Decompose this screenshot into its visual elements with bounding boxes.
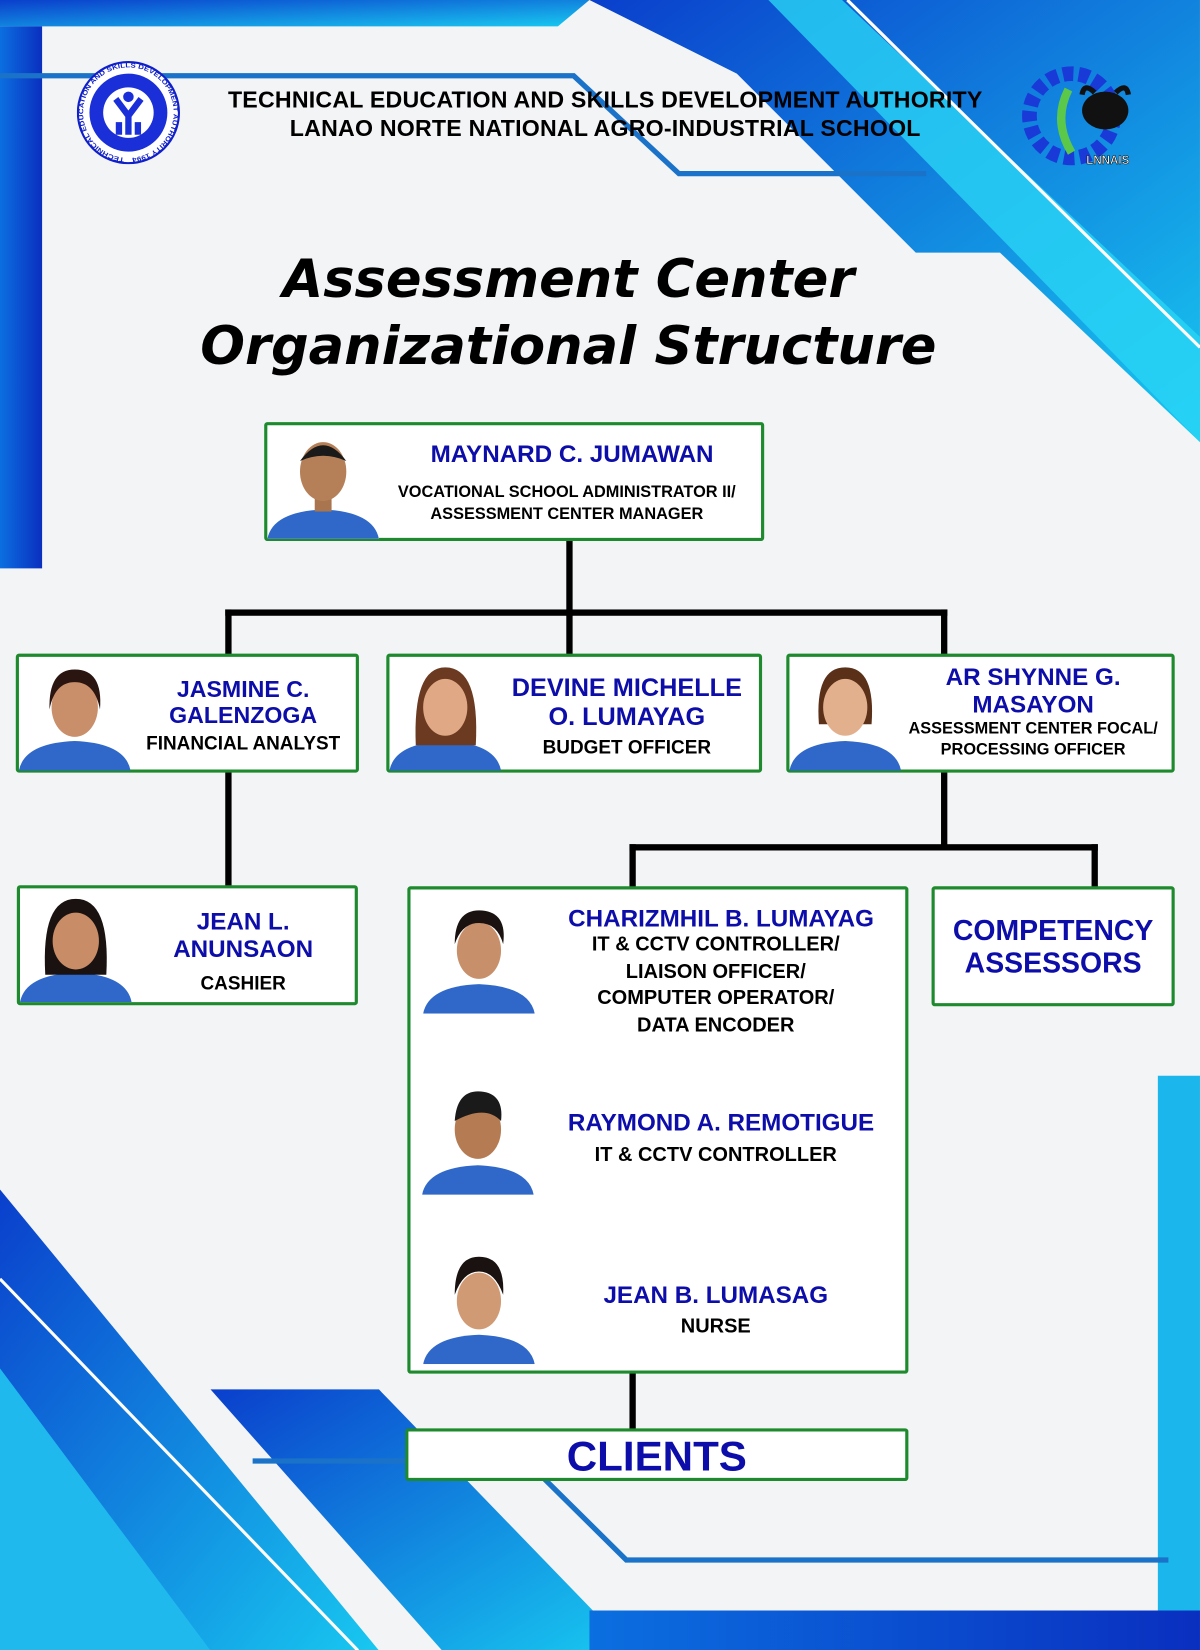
connector bbox=[225, 609, 232, 657]
arshynne-role-line2: PROCESSING OFFICER bbox=[940, 741, 1126, 759]
photo-charizmhil bbox=[423, 910, 535, 1014]
devine-name-line2: O. LUMAYAG bbox=[548, 702, 706, 732]
jean-lumasag-name: JEAN B. LUMASAG bbox=[603, 1281, 829, 1309]
charizmhil-role-1: IT & CCTV CONTROLLER/ bbox=[591, 933, 840, 956]
header-school: LANAO NORTE NATIONAL AGRO-INDUSTRIAL SCH… bbox=[289, 114, 921, 142]
assessors-line1: COMPETENCY bbox=[952, 914, 1154, 947]
page-title-line2: Organizational Structure bbox=[200, 315, 937, 377]
jasmine-name-line1: JASMINE C. bbox=[176, 675, 310, 703]
photo-maynard bbox=[267, 429, 379, 539]
jean-anunsaon-role: CASHIER bbox=[200, 972, 286, 994]
jean-anunsaon-name-line1: JEAN L. bbox=[196, 907, 290, 935]
clients-label: CLIENTS bbox=[566, 1433, 747, 1480]
connector bbox=[225, 609, 948, 616]
connector bbox=[941, 609, 948, 657]
connector bbox=[225, 771, 232, 888]
charizmhil-role-4: DATA ENCODER bbox=[637, 1014, 795, 1037]
arshynne-name-line2: MASAYON bbox=[972, 690, 1094, 719]
raymond-name: RAYMOND A. REMOTIGUE bbox=[567, 1108, 875, 1136]
assessors-line2: ASSESSORS bbox=[964, 947, 1142, 979]
manager-card: MAYNARD C. JUMAWAN VOCATIONAL SCHOOL ADM… bbox=[264, 422, 765, 542]
header-agency: TECHNICAL EDUCATION AND SKILLS DEVELOPME… bbox=[227, 86, 983, 113]
devine-name-line1: DEVINE MICHELLE bbox=[511, 673, 742, 703]
lnnais-logo-text: LNNAIS bbox=[1086, 155, 1129, 167]
connector bbox=[629, 844, 636, 889]
arshynne-card: AR SHYNNE G. MASAYON ASSESSMENT CENTER F… bbox=[786, 653, 1175, 773]
support-staff-card: CHARIZMHIL B. LUMAYAG IT & CCTV CONTROLL… bbox=[407, 886, 909, 1374]
manager-role-line1: VOCATIONAL SCHOOL ADMINISTRATOR II/ bbox=[397, 483, 736, 502]
charizmhil-role-3: COMPUTER OPERATOR/ bbox=[597, 987, 835, 1010]
jasmine-role: FINANCIAL ANALYST bbox=[146, 732, 341, 754]
photo-devine bbox=[389, 667, 502, 771]
jasmine-name-line2: GALENZOGA bbox=[169, 702, 318, 729]
connector bbox=[566, 609, 573, 657]
page-title-line1: Assessment Center bbox=[282, 248, 855, 310]
photo-raymond bbox=[422, 1091, 534, 1195]
competency-assessors-card: COMPETENCY ASSESSORS bbox=[931, 886, 1175, 1007]
jean-lumasag-role: NURSE bbox=[680, 1315, 751, 1338]
connector bbox=[941, 771, 948, 851]
photo-jean-anunsaon bbox=[19, 898, 132, 1003]
connector bbox=[1091, 844, 1098, 889]
raymond-role: IT & CCTV CONTROLLER bbox=[594, 1144, 837, 1167]
jean-anunsaon-card: JEAN L. ANUNSAON CASHIER bbox=[16, 885, 358, 1006]
photo-arshynne bbox=[789, 667, 902, 771]
clients-card: CLIENTS bbox=[405, 1428, 909, 1482]
manager-name: MAYNARD C. JUMAWAN bbox=[430, 439, 714, 468]
devine-role: BUDGET OFFICER bbox=[542, 737, 712, 759]
photo-jean-lumasag bbox=[423, 1256, 535, 1365]
tesda-logo: TECHNICAL EDUCATION AND SKILLS DEVELOPME… bbox=[76, 61, 180, 165]
manager-role-line2: ASSESSMENT CENTER MANAGER bbox=[430, 505, 704, 524]
jasmine-card: JASMINE C. GALENZOGA FINANCIAL ANALYST bbox=[15, 653, 359, 773]
arshynne-role-line1: ASSESSMENT CENTER FOCAL/ bbox=[908, 719, 1158, 738]
devine-card: DEVINE MICHELLE O. LUMAYAG BUDGET OFFICE… bbox=[386, 653, 763, 773]
connector bbox=[629, 844, 1098, 851]
lnnais-logo: LNNAIS bbox=[1022, 66, 1131, 167]
jean-anunsaon-name-line2: ANUNSAON bbox=[173, 935, 314, 963]
charizmhil-role-2: LIAISON OFFICER/ bbox=[625, 960, 806, 983]
charizmhil-name: CHARIZMHIL B. LUMAYAG bbox=[568, 904, 874, 932]
photo-jasmine bbox=[18, 669, 131, 771]
connector bbox=[629, 1371, 636, 1432]
connector bbox=[566, 539, 573, 616]
arshynne-name-line1: AR SHYNNE G. bbox=[945, 663, 1121, 691]
